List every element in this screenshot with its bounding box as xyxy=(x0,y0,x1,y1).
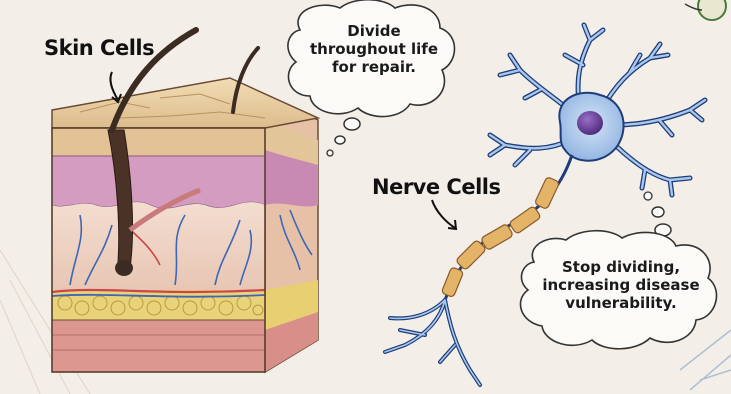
nerve-fact-text: Stop dividing, increasing disease vulner… xyxy=(530,258,712,312)
dermis-pink-layer xyxy=(52,156,265,209)
nucleus xyxy=(577,111,603,135)
nerve-label-arrow xyxy=(432,200,455,228)
skin-fact-line: throughout life xyxy=(298,40,450,58)
nerve-cells-label: Nerve Cells xyxy=(372,175,500,199)
skin-label-arrow xyxy=(110,72,118,100)
logo-icon xyxy=(685,0,726,20)
nerve-fact-line: Stop dividing, xyxy=(530,258,712,276)
nerve-fact-line: vulnerability. xyxy=(530,294,712,312)
muscle-layer xyxy=(52,320,265,372)
skin-fact-line: for repair. xyxy=(298,58,450,76)
skin-fact-text: Divide throughout life for repair. xyxy=(298,22,450,76)
axon-terminals xyxy=(385,300,480,385)
dermis-layer xyxy=(52,202,265,290)
skin-surface xyxy=(52,78,318,128)
skin-fact-line: Divide xyxy=(298,22,450,40)
skin-cells-label: Skin Cells xyxy=(44,36,154,60)
nerve-fact-line: increasing disease xyxy=(530,276,712,294)
skin-block xyxy=(52,30,318,372)
epidermis-layer xyxy=(52,128,265,156)
